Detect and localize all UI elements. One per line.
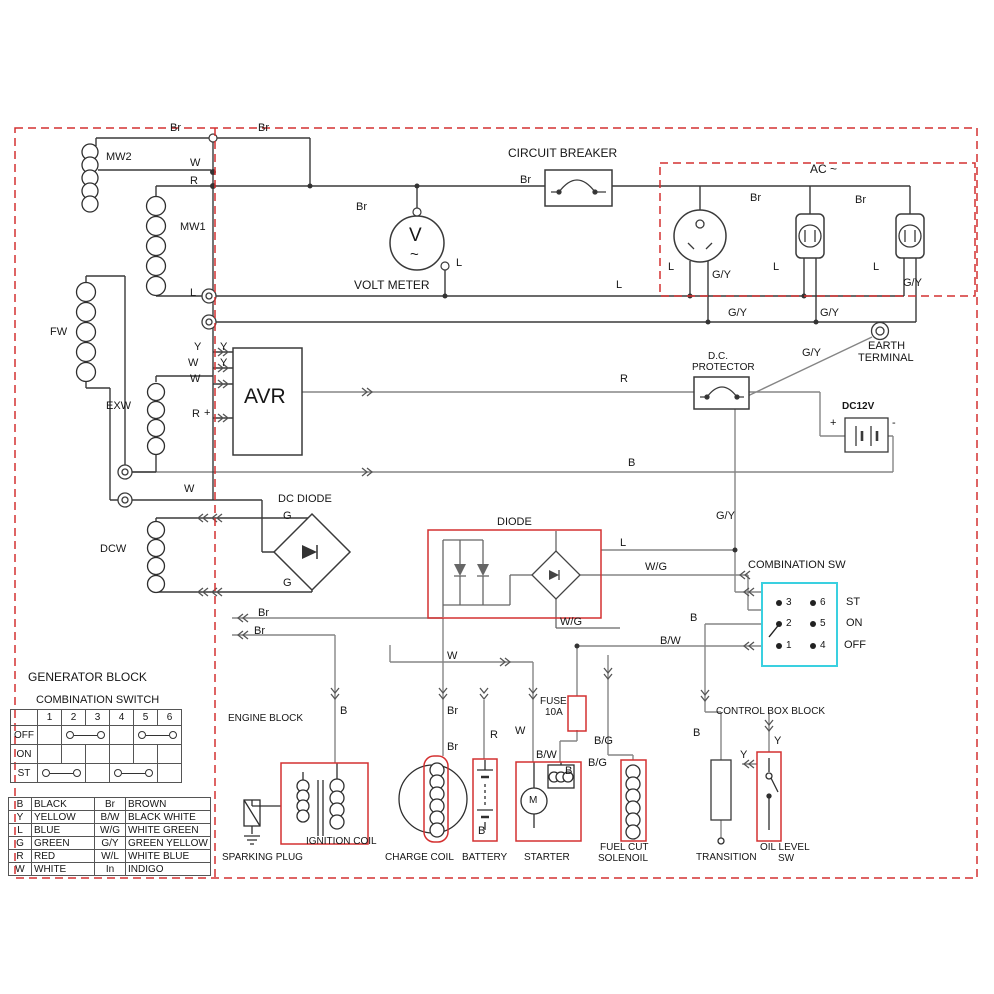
- fuel-cut-block: [620, 759, 647, 842]
- coil-mw2: [81, 143, 99, 213]
- coil-mw1: [145, 195, 167, 297]
- starter-block: [515, 761, 582, 842]
- coil-fw: [75, 281, 97, 383]
- charge-coil-block: [423, 755, 449, 843]
- diode-block: [427, 529, 602, 619]
- ac-outlet-1: [673, 209, 727, 263]
- charge-coil-winding: [429, 762, 445, 838]
- wires-black: [85, 137, 917, 593]
- switch-position-st: ST: [10, 763, 38, 783]
- terminal-top: [208, 133, 218, 143]
- dc-protector-box: [693, 376, 750, 410]
- avr-box: [232, 347, 303, 456]
- starter-motor: [520, 787, 548, 815]
- ignition-primary-coil: [296, 779, 310, 823]
- battery-block: [472, 758, 498, 842]
- ac-outlet-2: [795, 213, 825, 259]
- coil-exw: [146, 382, 166, 456]
- earth-terminal-ring: [870, 321, 890, 341]
- volt-meter-dial: [389, 215, 445, 271]
- oil-level-switch-contact: [768, 758, 779, 830]
- component-bodies: [117, 133, 925, 821]
- dc-diode-bridge: [272, 512, 352, 592]
- diode-block-internals: [442, 531, 620, 629]
- coil-dcw: [146, 520, 166, 594]
- transition-terminal: [717, 837, 725, 845]
- generator-windings: [75, 143, 167, 594]
- ignition-coil-block: [280, 762, 369, 845]
- ring-terminal-b: [117, 464, 133, 480]
- combination-switch-table-title: COMBINATION SWITCH: [36, 694, 160, 706]
- ignition-secondary-coil: [329, 778, 345, 830]
- ignition-core: [317, 780, 324, 836]
- combination-sw-box: [761, 582, 838, 667]
- dc12v-battery-box: [844, 417, 889, 453]
- block-outlines-red: [14, 127, 978, 879]
- switch-lever: [768, 621, 782, 638]
- engine-components: [243, 758, 779, 845]
- ac-block: [659, 162, 976, 297]
- ac-outlet-3: [895, 213, 925, 259]
- ring-terminal-w: [117, 492, 133, 508]
- switch-position-on: ON: [10, 744, 38, 764]
- dc12v-cells: [855, 426, 872, 446]
- switch-position-off: OFF: [10, 725, 38, 745]
- transition-box: [710, 759, 732, 821]
- ring-terminal-gy: [201, 314, 217, 330]
- fuel-cut-winding: [625, 764, 641, 840]
- fuse-block: [567, 695, 587, 732]
- wires-gray: [132, 336, 894, 838]
- outer-boundary: [14, 127, 978, 879]
- component-details: [121, 179, 922, 504]
- combination-sw-internals: [768, 600, 816, 649]
- spark-plug-gap-ground: [243, 799, 261, 845]
- circuit-breaker-box: [544, 169, 613, 207]
- oil-level-block: [756, 751, 782, 842]
- ring-terminal-l: [201, 288, 217, 304]
- battery-plates: [477, 760, 493, 830]
